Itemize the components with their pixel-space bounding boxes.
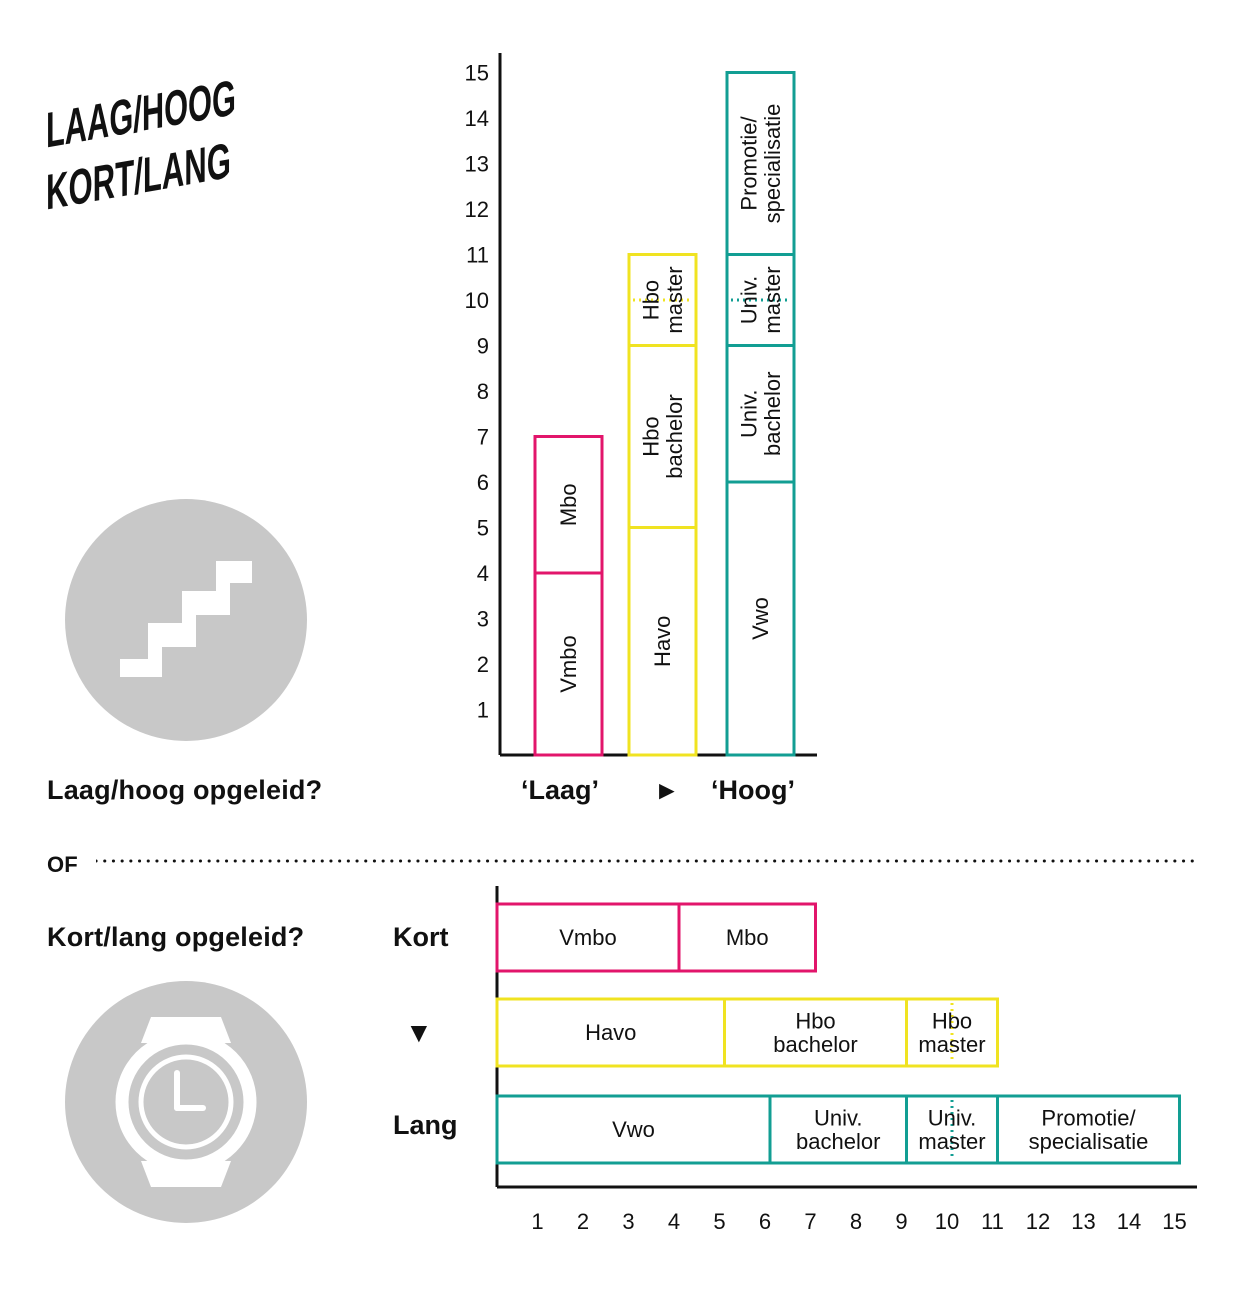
segment-label: Vmbo <box>556 635 581 692</box>
segment-label: Vwo <box>748 597 773 640</box>
segment-label: Havo <box>585 1020 636 1045</box>
y-tick-label: 14 <box>465 106 489 131</box>
y-tick-label: 8 <box>477 379 489 404</box>
segment-label: Vmbo <box>559 925 616 950</box>
y-tick-label: 3 <box>477 607 489 632</box>
segment-label: Mbo <box>556 483 581 526</box>
right-arrow-icon: ► <box>654 775 680 805</box>
long-label: Lang <box>393 1110 458 1140</box>
segment-label: Promotie/specialisatie <box>736 104 785 224</box>
segment-hbo-master <box>627 253 698 347</box>
segment-label: Mbo <box>726 925 769 950</box>
short-label: Kort <box>393 922 449 952</box>
x-tick-label: 8 <box>850 1209 862 1234</box>
x-tick-label: 4 <box>668 1209 680 1234</box>
vertical-education-chart: 123456789101112131415VmboMboHavoHbobache… <box>465 53 817 757</box>
segment-hbo-master <box>905 997 999 1068</box>
segment-label: Hbomaster <box>638 266 687 333</box>
segment-label: Univ.bachelor <box>736 372 785 456</box>
y-tick-label: 15 <box>465 61 489 86</box>
segment-promotie-specialisatie <box>996 1094 1181 1165</box>
segment-mbo <box>533 435 604 575</box>
x-tick-label: 14 <box>1117 1209 1141 1234</box>
x-tick-label: 15 <box>1162 1209 1186 1234</box>
y-tick-label: 2 <box>477 652 489 677</box>
x-tick-label: 3 <box>622 1209 634 1234</box>
question-kort-lang: Kort/lang opgeleid? <box>47 922 305 952</box>
segment-label: Univ.master <box>918 1105 985 1154</box>
y-tick-label: 4 <box>477 561 489 586</box>
x-tick-label: 2 <box>577 1209 589 1234</box>
x-tick-label: 5 <box>713 1209 725 1234</box>
x-tick-label: 10 <box>935 1209 959 1234</box>
y-tick-label: 11 <box>466 243 489 268</box>
watch-icon-circle <box>65 981 307 1223</box>
stairs-icon <box>120 561 252 677</box>
x-tick-label: 12 <box>1026 1209 1050 1234</box>
x-tick-label: 13 <box>1071 1209 1095 1234</box>
y-tick-label: 9 <box>477 334 489 359</box>
y-tick-label: 5 <box>477 516 489 541</box>
y-tick-label: 12 <box>465 197 489 222</box>
separator-label: OF <box>47 852 78 877</box>
title-block: LAAG/HOOG KORT/LANG <box>46 70 236 210</box>
low-label: ‘Laag’ <box>521 775 600 805</box>
x-tick-label: 6 <box>759 1209 771 1234</box>
segment-label: Promotie/specialisatie <box>1029 1105 1149 1154</box>
down-arrow-icon: ▼ <box>405 1017 433 1048</box>
y-tick-label: 6 <box>477 470 489 495</box>
segment-label: Havo <box>650 616 675 667</box>
separator-dotted-line <box>96 859 1202 863</box>
segment-label: Univ.bachelor <box>796 1105 880 1154</box>
x-tick-label: 1 <box>531 1209 543 1234</box>
question-laag-hoog: Laag/hoog opgeleid? <box>47 775 323 805</box>
x-tick-label: 7 <box>804 1209 816 1234</box>
segment-mbo <box>677 902 817 973</box>
x-tick-label: 11 <box>981 1209 1004 1234</box>
segment-label: Hbobachelor <box>638 394 687 478</box>
y-tick-label: 10 <box>465 288 489 313</box>
high-label: ‘Hoog’ <box>711 775 795 805</box>
stairs-icon-circle <box>65 499 307 741</box>
x-tick-label: 9 <box>895 1209 907 1234</box>
segment-label: Univ.master <box>736 266 785 333</box>
y-tick-label: 1 <box>477 698 489 723</box>
y-tick-label: 7 <box>477 425 489 450</box>
segment-label: Vwo <box>612 1117 655 1142</box>
watch-icon <box>115 1017 257 1187</box>
y-tick-label: 13 <box>465 152 489 177</box>
segment-promotie-specialisatie <box>725 71 796 256</box>
